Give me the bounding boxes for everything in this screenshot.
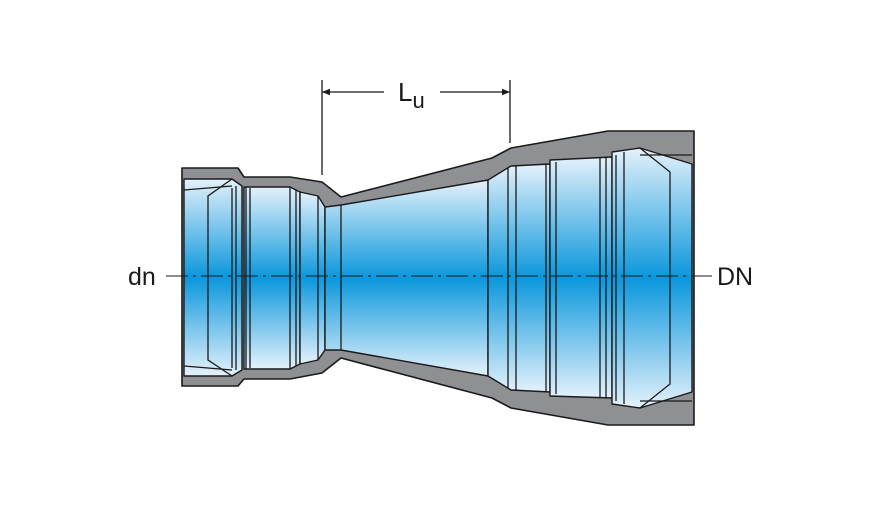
large-socket-seat xyxy=(487,163,551,393)
length-dimension: Lu xyxy=(321,77,511,175)
large-socket-groove xyxy=(549,156,613,399)
small-socket-bore xyxy=(183,178,243,377)
length-label: Lu xyxy=(398,77,425,113)
conical-section xyxy=(324,179,489,377)
small-socket-seat xyxy=(299,191,326,365)
bore-detail-lines xyxy=(183,147,692,409)
small-socket-groove xyxy=(243,186,301,370)
length-subscript: u xyxy=(412,88,424,113)
small-diameter-label: dn xyxy=(128,263,156,291)
length-symbol: L xyxy=(398,77,412,107)
large-diameter-label: DN xyxy=(717,263,753,291)
